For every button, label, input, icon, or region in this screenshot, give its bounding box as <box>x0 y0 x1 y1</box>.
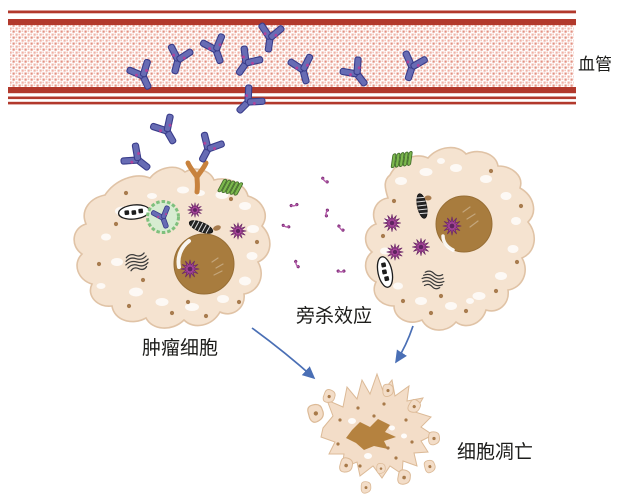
apoptotic-body <box>360 481 372 494</box>
payload-molecule-icon <box>335 266 347 277</box>
payload-molecule-icon <box>288 199 300 211</box>
blood-vessel <box>8 10 576 105</box>
antibody-icon <box>117 139 159 180</box>
nucleus <box>435 195 493 253</box>
vessel-wall-line <box>8 96 576 100</box>
apoptotic-body <box>396 468 412 486</box>
tumor-cell-label: 肿瘤细胞 <box>142 337 218 359</box>
fragmented-nucleus <box>346 419 396 450</box>
payload-molecule-icon <box>335 223 347 233</box>
apoptotic-body <box>428 431 440 446</box>
payload-molecule-icon <box>280 221 292 231</box>
cell-membrane <box>73 166 271 329</box>
apoptotic-cell <box>305 372 440 494</box>
payload-molecule-icon <box>322 207 332 219</box>
payload-molecule-icon <box>319 175 331 185</box>
vessel-wall-line <box>8 101 576 105</box>
apoptotic-body <box>422 458 437 475</box>
vessel-wall-line <box>8 87 576 94</box>
tumor-cell-left <box>73 129 271 329</box>
released-payload-molecules <box>280 175 347 277</box>
apoptotic-body <box>305 402 326 424</box>
cytoplasm-texture <box>96 186 260 319</box>
bystander-effect-label: 旁杀效应 <box>296 305 372 327</box>
surface-receptor-icon <box>185 160 209 195</box>
tumor-cell-right <box>364 146 535 331</box>
blood-lumen <box>10 25 574 87</box>
apoptotic-body <box>321 387 338 405</box>
payload-molecule-icon <box>291 258 303 270</box>
arrow-right-to-apoptosis <box>395 325 414 364</box>
apoptotic-body <box>376 463 386 474</box>
antibody-icon <box>147 110 187 151</box>
vessel-wall-line <box>8 10 576 14</box>
arrow-left-to-apoptosis <box>251 327 316 380</box>
apoptotic-body <box>382 383 394 397</box>
apoptotic-specks <box>336 402 414 468</box>
nucleus <box>173 233 235 295</box>
vessel-label: 血管 <box>578 55 612 74</box>
apoptosis-label: 细胞凋亡 <box>457 441 533 463</box>
vessel-wall-line <box>8 19 576 26</box>
